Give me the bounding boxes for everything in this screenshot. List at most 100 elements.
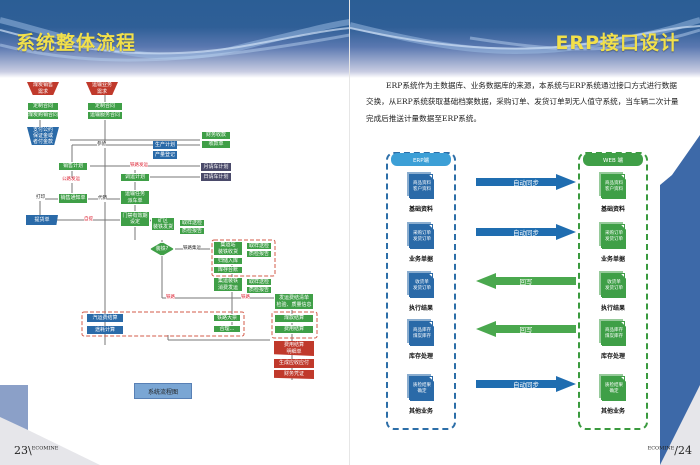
erp-row-label: 基础资料 bbox=[408, 206, 433, 213]
web-document-text: 质检结果确定 bbox=[602, 377, 626, 401]
erp-document-text: 收货单发货订单 bbox=[410, 274, 434, 298]
erp-row-label: 库存处理 bbox=[408, 353, 433, 360]
erp-header: ERP端 bbox=[391, 153, 451, 166]
corner-decoration bbox=[0, 385, 100, 465]
flow-sample-2: 取样送检 bbox=[246, 242, 272, 250]
flow-stock-ledger: 库存台账 bbox=[213, 266, 243, 274]
flow-dispatch-plan: 调运计划 bbox=[120, 173, 150, 182]
erp-row-label: 业务单据 bbox=[408, 256, 433, 263]
flow-finance-receipt: 财务收款 bbox=[201, 131, 231, 140]
page-number-right: ECOMINE/24 bbox=[647, 444, 692, 457]
page-number: 23 bbox=[14, 444, 28, 457]
left-page: 系统整体流程 bbox=[0, 0, 350, 465]
erp-document-text: 采购订单发货订单 bbox=[410, 225, 434, 249]
flow-transport-demand: 运输业务需求 bbox=[86, 82, 118, 95]
label-road-ship: 公路发运 bbox=[62, 177, 80, 183]
flow-contract-a1: 定制合同 bbox=[27, 102, 59, 111]
arrow-label: 自动同步 bbox=[513, 179, 539, 187]
brand-name: ECOMINE bbox=[647, 445, 675, 452]
web-document-icon: 收货单发货订单 bbox=[599, 271, 627, 298]
sync-arrow-right: 自动同步 bbox=[476, 224, 576, 240]
brand-name: ECOMINE bbox=[31, 445, 59, 452]
flow-truck-fee: 汽运费结算 bbox=[87, 314, 123, 322]
corner-decoration bbox=[660, 135, 700, 465]
flow-transport-task: 运输任务派车单 bbox=[120, 190, 150, 205]
arrow-label: 回写 bbox=[519, 326, 533, 334]
flow-bill: 发运费结清单检验、质量信息 bbox=[274, 293, 314, 310]
sync-arrow-right: 自动同步 bbox=[476, 376, 576, 392]
erp-document-icon: 采购订单发货订单 bbox=[407, 222, 435, 249]
erp-document-icon: 质检结果确定 bbox=[407, 374, 435, 401]
web-row-label: 执行结果 bbox=[600, 305, 625, 312]
sync-arrow-right: 自动同步 bbox=[476, 174, 576, 190]
erp-document-text: 商品资料客户资料 bbox=[410, 175, 434, 199]
label-print: 打印 bbox=[36, 195, 45, 201]
label-rail-1: 铁路 bbox=[166, 295, 175, 301]
flow-report-2: 质检报告 bbox=[246, 250, 272, 258]
flow-sample-3: 取样送检 bbox=[246, 278, 272, 286]
arrow-label: 自动同步 bbox=[513, 229, 539, 237]
flow-decision: 装铁? bbox=[150, 242, 174, 256]
web-document-icon: 商品资料客户资料 bbox=[599, 172, 627, 199]
wave-decoration bbox=[0, 17, 350, 62]
web-document-text: 采购订单发货订单 bbox=[602, 225, 626, 249]
page-title: 系统整体流程 bbox=[16, 32, 137, 54]
erp-panel: ERP端 bbox=[386, 152, 456, 430]
flow-receipt-note: 收款单 bbox=[201, 140, 231, 149]
label-rail-2: 铁路 bbox=[241, 295, 250, 301]
flow-rail-other: 合理… bbox=[213, 325, 241, 333]
flow-sales-plan: 销售计划 bbox=[58, 162, 88, 171]
header-banner bbox=[350, 0, 700, 78]
flow-sales-notice: 销售通知单 bbox=[58, 193, 88, 204]
flow-receivable: 生成应收应付 bbox=[274, 359, 314, 368]
flow-contract-b1: 定制合同 bbox=[87, 102, 123, 111]
web-document-icon: 质检结果确定 bbox=[599, 374, 627, 401]
web-document-text: 商品库存煤炭库存 bbox=[602, 322, 626, 346]
web-panel: WEB 端 bbox=[578, 152, 648, 430]
flow-monthly-car-plan: 月请车计划 bbox=[201, 163, 231, 171]
page-number: 24 bbox=[678, 444, 692, 457]
erp-row-label: 其他业务 bbox=[408, 408, 433, 415]
flow-contract-b2: 运输服务合同 bbox=[87, 111, 123, 120]
flow-payment: 支付公约保证金或者付金款 bbox=[27, 127, 59, 145]
web-row-label: 基础资料 bbox=[600, 206, 625, 213]
flowchart-caption: 系统流程图 bbox=[134, 383, 192, 399]
page-title: ERP接口设计 bbox=[555, 32, 680, 54]
erp-row-label: 执行结果 bbox=[408, 305, 433, 312]
flow-rail-ticket: 铁路大票 bbox=[213, 314, 241, 322]
flow-sample-1: 取样送检 bbox=[179, 219, 205, 227]
web-document-icon: 采购订单发货订单 bbox=[599, 222, 627, 249]
intro-paragraph: ERP系统作为主数据库、业务数据库的来源，本系统与ERP系统通过接口方式进行数据… bbox=[366, 81, 679, 123]
erp-document-text: 质检结果确定 bbox=[410, 377, 434, 401]
right-page: ERP接口设计 ERP系统作为主数据库、业务数据库的来源，本系统与ERP系统通过… bbox=[350, 0, 700, 465]
label-self-pickup: 自提 bbox=[84, 217, 93, 223]
label-rail-ship: 铁路发运 bbox=[130, 163, 148, 169]
page-number-left: 23\ECOMINE bbox=[14, 444, 59, 457]
header-banner bbox=[0, 0, 350, 78]
flow-daily-car-plan: 日请车计划 bbox=[201, 173, 231, 181]
label-rail-collect: 铁路集运 bbox=[183, 246, 201, 252]
flow-coal-settlement: 煤款结算 bbox=[274, 314, 314, 323]
arrow-label: 回写 bbox=[519, 278, 533, 286]
web-header: WEB 端 bbox=[583, 153, 643, 166]
flow-pickup-ticket: 提货单 bbox=[26, 215, 58, 225]
flow-coal-demand: 煤炭销售需求 bbox=[27, 82, 59, 95]
label-agent: 代销 bbox=[98, 196, 107, 202]
flow-voucher: 财务凭证 bbox=[274, 370, 314, 379]
flow-station-receive: 集运站装铁收货 bbox=[213, 241, 243, 256]
flow-fee-detail: 费用结算明细单 bbox=[274, 341, 314, 356]
flow-mine-loading: 矿区装铁发货 bbox=[151, 217, 175, 231]
flow-report-1: 质检报告 bbox=[179, 227, 205, 235]
web-document-icon: 商品库存煤炭库存 bbox=[599, 319, 627, 346]
flow-production-plan: 生产计划 bbox=[153, 141, 177, 149]
web-row-label: 库存处理 bbox=[600, 353, 625, 360]
flow-ship: 集运装铁消费发运 bbox=[213, 277, 243, 292]
web-document-text: 收货单发货订单 bbox=[602, 274, 626, 298]
flow-loss-calc: 途耗计算 bbox=[87, 326, 123, 334]
label-share: 参验 bbox=[97, 142, 106, 148]
web-document-text: 商品资料客户资料 bbox=[602, 175, 626, 199]
writeback-arrow-left: 回写 bbox=[476, 273, 576, 289]
wave-decoration bbox=[350, 17, 700, 55]
flow-production-register: 产量登记 bbox=[153, 151, 177, 159]
